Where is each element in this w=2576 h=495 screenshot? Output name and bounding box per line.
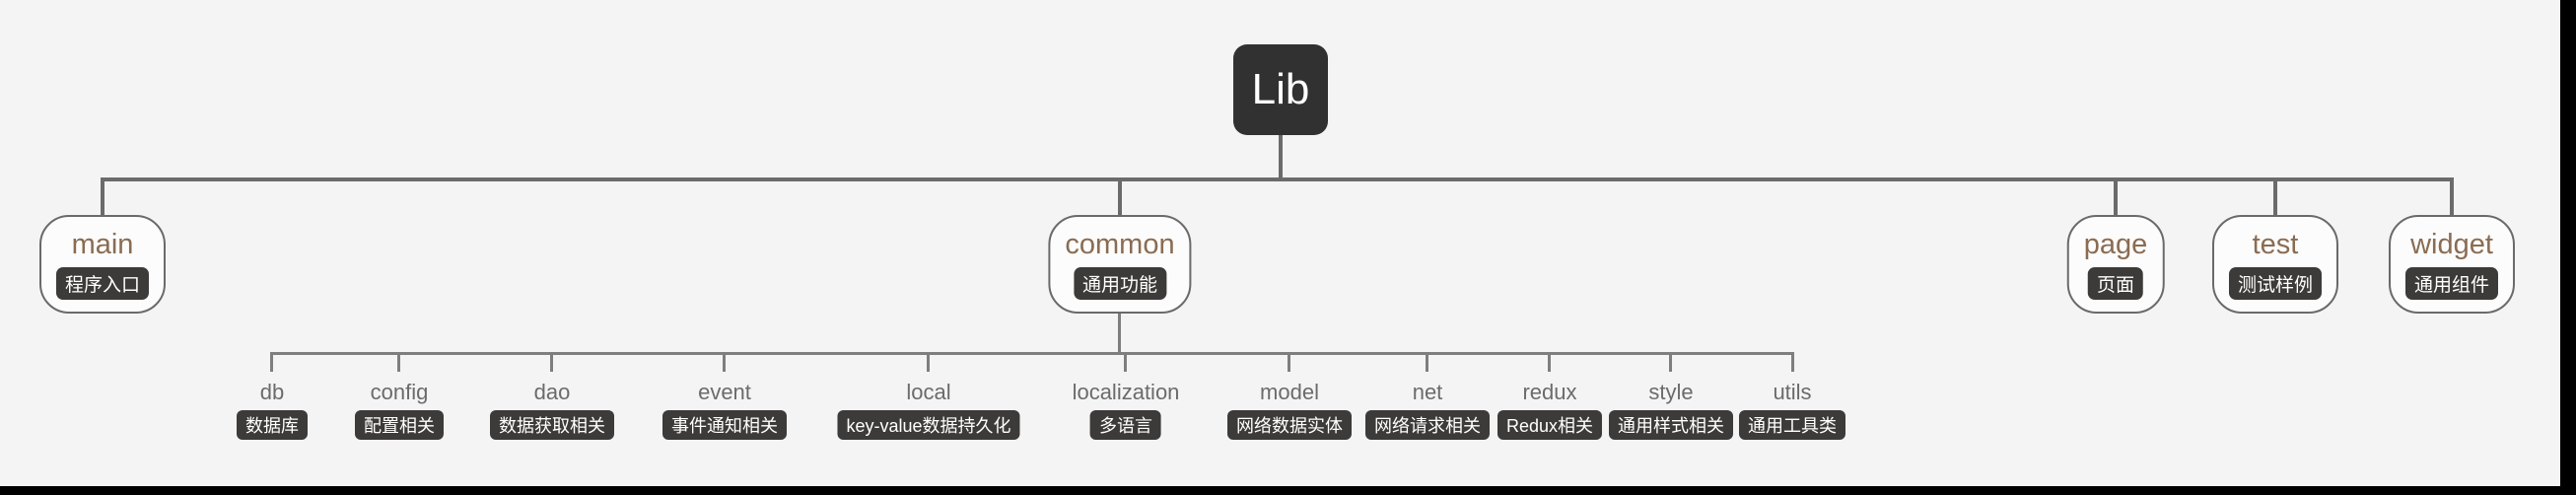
node-badge: 页面 (2087, 267, 2144, 300)
node-localization[interactable]: localization 多语言 (1072, 380, 1180, 440)
node-badge: 数据库 (237, 410, 308, 440)
connector-local-tick (927, 352, 930, 372)
node-common[interactable]: common 通用功能 (1048, 215, 1192, 314)
root-label: Lib (1251, 65, 1310, 113)
node-badge: 事件通知相关 (662, 410, 787, 440)
node-title: page (2083, 229, 2148, 260)
node-label: dao (533, 380, 571, 404)
screen-edge-bottom (0, 486, 2576, 495)
node-title: common (1065, 229, 1175, 260)
connector-common-drop (1118, 314, 1121, 352)
node-badge: 网络数据实体 (1227, 410, 1352, 440)
node-local[interactable]: local key-value数据持久化 (837, 380, 1020, 440)
node-badge: 程序入口 (55, 267, 150, 300)
node-redux[interactable]: redux Redux相关 (1497, 380, 1603, 440)
node-page[interactable]: page 页面 (2066, 215, 2165, 314)
node-label: utils (1773, 380, 1812, 404)
node-config[interactable]: config 配置相关 (355, 380, 444, 440)
node-label: localization (1072, 380, 1180, 404)
node-badge: 通用组件 (2404, 267, 2499, 300)
node-main[interactable]: main 程序入口 (38, 215, 167, 314)
node-model[interactable]: model 网络数据实体 (1227, 380, 1352, 440)
connector-level2-bus (270, 352, 1794, 372)
connector-config-tick (397, 352, 400, 372)
node-badge: 数据获取相关 (490, 410, 614, 440)
node-label: style (1648, 380, 1694, 404)
node-event[interactable]: event 事件通知相关 (662, 380, 787, 440)
connector-root-drop (1279, 135, 1283, 181)
node-badge: 通用功能 (1073, 267, 1167, 300)
connector-style-tick (1669, 352, 1672, 372)
connector-event-tick (723, 352, 726, 372)
connector-common-tick (1118, 179, 1122, 215)
connector-net-tick (1426, 352, 1428, 372)
node-dao[interactable]: dao 数据获取相关 (490, 380, 614, 440)
connector-localization-tick (1124, 352, 1127, 372)
connector-test-tick (2273, 179, 2277, 215)
connector-model-tick (1288, 352, 1290, 372)
node-label: local (906, 380, 951, 404)
connector-page-tick (2114, 179, 2118, 215)
node-badge: 通用工具类 (1739, 410, 1845, 440)
node-lib-root[interactable]: Lib (1233, 44, 1328, 135)
node-utils[interactable]: utils 通用工具类 (1739, 380, 1845, 440)
node-style[interactable]: style 通用样式相关 (1609, 380, 1733, 440)
node-db[interactable]: db 数据库 (237, 380, 308, 440)
node-widget[interactable]: widget 通用组件 (2388, 215, 2516, 314)
node-badge: 网络请求相关 (1365, 410, 1490, 440)
node-badge: Redux相关 (1497, 410, 1603, 440)
node-title: main (71, 229, 134, 260)
connector-dao-tick (550, 352, 553, 372)
node-label: event (698, 380, 751, 404)
node-title: test (2252, 229, 2299, 260)
node-test[interactable]: test 测试样例 (2211, 215, 2339, 314)
node-label: net (1412, 380, 1443, 404)
node-label: db (259, 380, 285, 404)
node-net[interactable]: net 网络请求相关 (1365, 380, 1490, 440)
node-title: widget (2410, 229, 2493, 260)
node-label: config (370, 380, 429, 404)
connector-level1-bus (101, 177, 2454, 215)
node-badge: key-value数据持久化 (837, 410, 1020, 440)
node-badge: 通用样式相关 (1609, 410, 1733, 440)
connector-redux-tick (1548, 352, 1551, 372)
node-badge: 配置相关 (355, 410, 444, 440)
node-label: redux (1522, 380, 1577, 404)
node-label: model (1260, 380, 1319, 404)
screen-edge-right (2560, 0, 2576, 495)
node-badge: 测试样例 (2228, 267, 2323, 300)
node-badge: 多语言 (1090, 410, 1161, 440)
